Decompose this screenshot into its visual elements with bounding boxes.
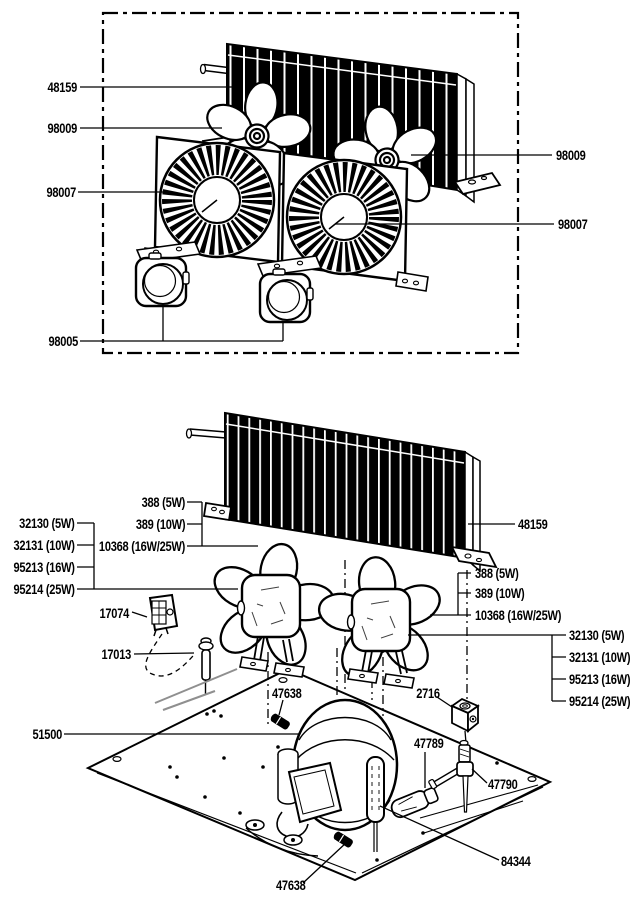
leader-lines-top <box>78 86 554 342</box>
fan-assembly-bottom-right <box>308 549 454 690</box>
part-label-389-left: 389 (10W) <box>135 517 186 532</box>
part-label-389-right: 389 (10W) <box>475 586 525 601</box>
part-label-47638-upper: 47638 <box>272 686 302 701</box>
condenser-coil-bottom <box>185 411 498 573</box>
part-label-388-right: 388 (5W) <box>475 566 519 581</box>
part-label-388-left: 388 (5W) <box>141 495 185 510</box>
leader-lines-bottom <box>77 501 566 884</box>
bottom-unit-group <box>64 411 566 884</box>
part-label-98007-left: 98007 <box>46 185 76 200</box>
fan-motors-top <box>134 241 323 324</box>
part-47789 <box>390 787 439 819</box>
part-label-48159-bottom: 48159 <box>518 517 548 532</box>
part-label-98007-right: 98007 <box>558 217 588 232</box>
valve-47790 <box>428 739 474 813</box>
plate-holes <box>112 676 537 862</box>
part-label-98009-right: 98009 <box>556 148 586 163</box>
part-label-10368-left: 10368 (16W/25W) <box>98 539 185 554</box>
part-label-32131-right: 32131 (10W) <box>569 650 631 665</box>
top-unit-group <box>78 11 554 355</box>
capillary-tube <box>145 633 194 677</box>
part-label-51500: 51500 <box>32 727 62 742</box>
alignment-dash-lines <box>267 560 468 726</box>
fan-shroud-top-right <box>282 153 429 292</box>
part-label-48159-top: 48159 <box>47 80 77 95</box>
part-label-95213-left: 95213 (16W) <box>13 560 76 575</box>
part-label-47789: 47789 <box>414 736 444 751</box>
fan-assembly-bottom-left <box>193 529 350 681</box>
part-label-84344: 84344 <box>501 854 531 869</box>
thermostat-17074 <box>148 593 179 637</box>
part-label-32131-left: 32131 (10W) <box>13 538 76 553</box>
solenoid-2716 <box>450 697 480 744</box>
probe-17013 <box>154 637 238 711</box>
part-label-10368-right: 10368 (16W/25W) <box>475 608 562 623</box>
part-label-32130-right: 32130 (5W) <box>569 628 625 643</box>
part-label-98009-left: 98009 <box>47 121 77 136</box>
part-label-95214-left: 95214 (25W) <box>13 582 76 597</box>
part-label-98005: 98005 <box>48 334 78 349</box>
drier-84344 <box>366 756 385 852</box>
part-label-17013: 17013 <box>101 647 131 662</box>
part-label-2716: 2716 <box>416 686 440 701</box>
part-label-95214-right: 95214 (25W) <box>569 694 631 709</box>
part-label-47790: 47790 <box>488 777 518 792</box>
part-label-17074: 17074 <box>99 606 129 621</box>
dashed-boundary-box <box>101 11 520 355</box>
part-label-95213-right: 95213 (16W) <box>569 672 631 687</box>
part-label-32130-left: 32130 (5W) <box>19 516 76 531</box>
part-label-47638-lower: 47638 <box>276 878 306 893</box>
